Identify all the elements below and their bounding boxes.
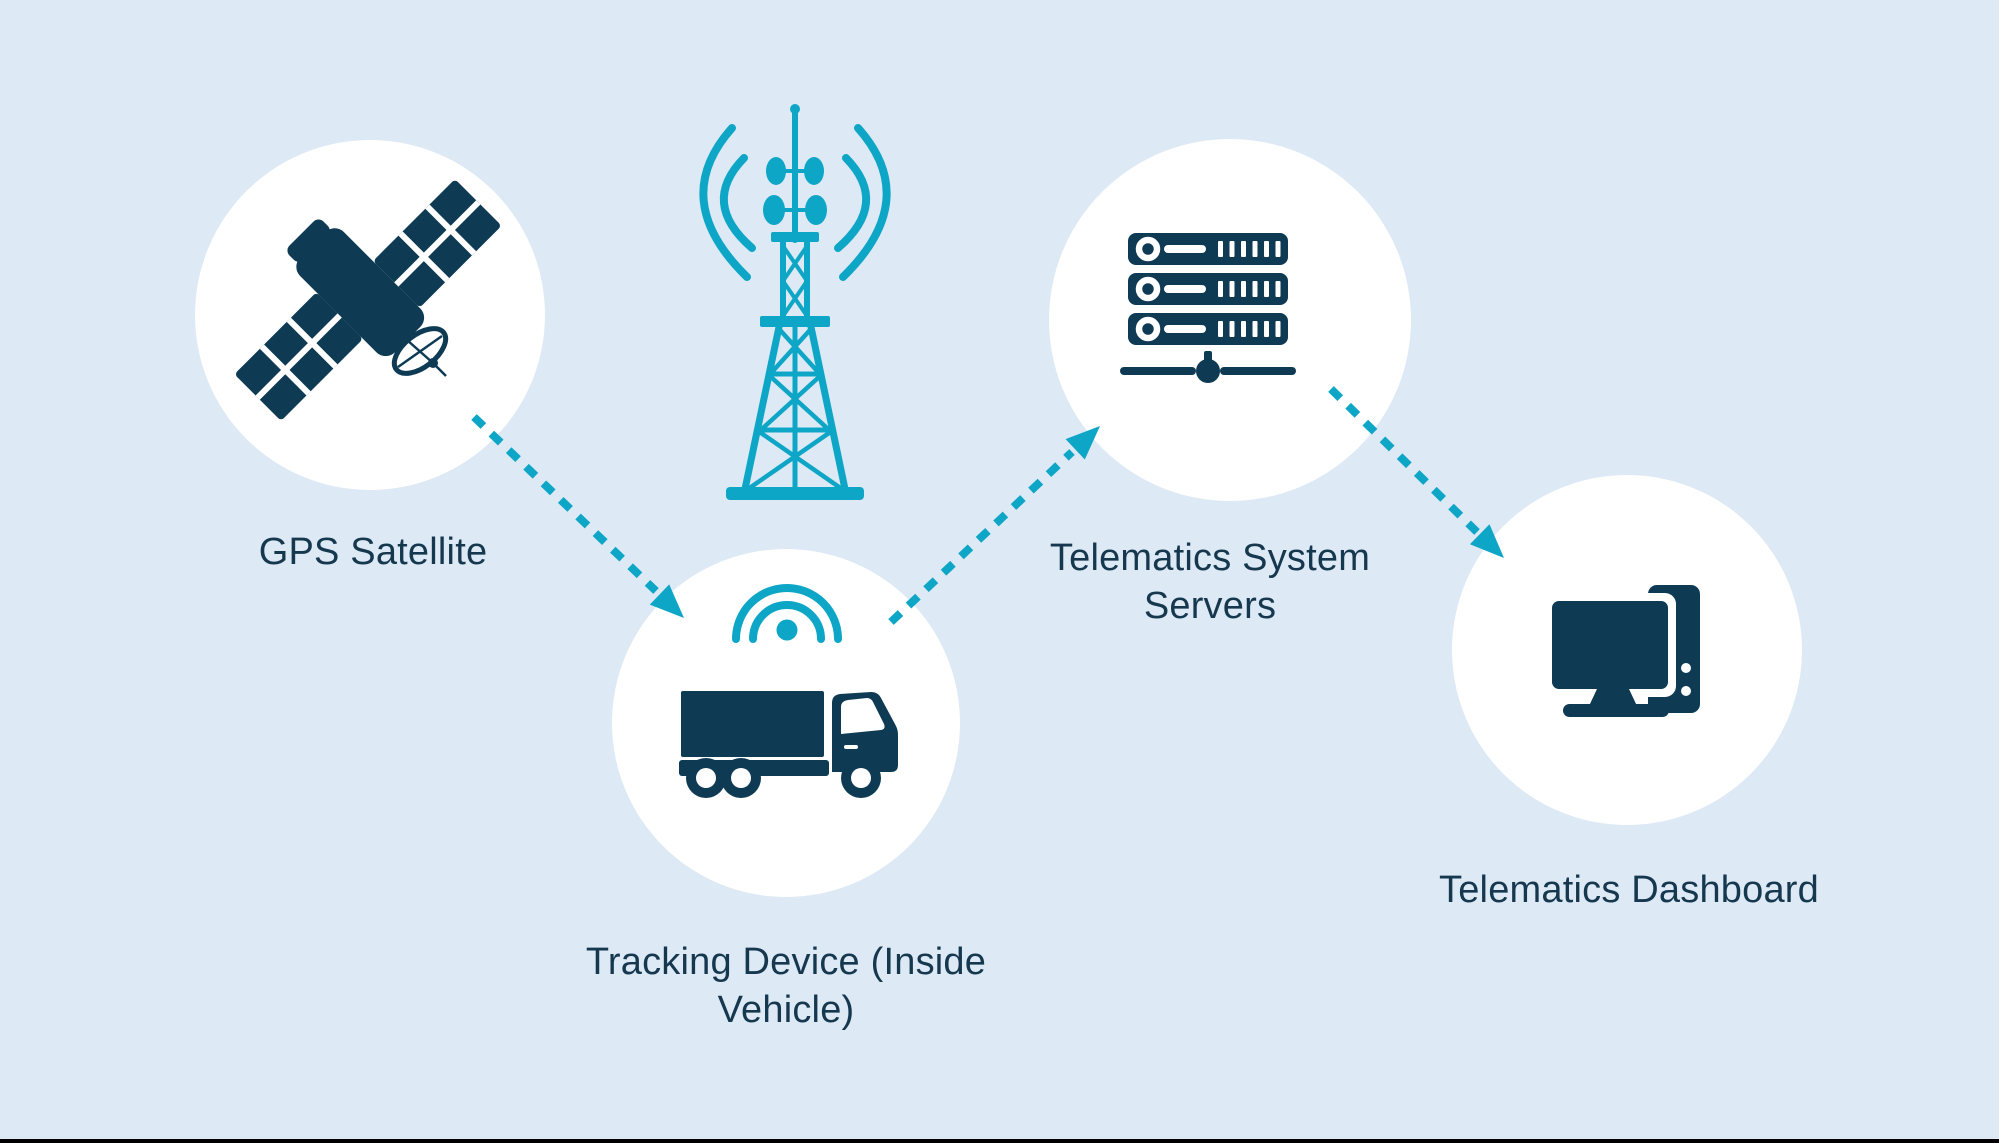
- label-line: Telematics Dashboard: [1439, 869, 1819, 911]
- label-line: Vehicle): [717, 989, 855, 1031]
- telematics-dashboard-label: Telematics Dashboard: [1429, 866, 1829, 914]
- bottom-edge-line: [0, 1139, 1999, 1143]
- telematics-servers-circle: [1049, 139, 1411, 501]
- telematics-servers-label: Telematics System Servers: [1010, 534, 1410, 630]
- gps-satellite-circle: [195, 140, 545, 490]
- label-line: GPS Satellite: [258, 531, 488, 573]
- gps-satellite-label: GPS Satellite: [173, 528, 573, 576]
- label-line: Telematics System: [1049, 537, 1371, 579]
- telematics-dashboard-circle: [1452, 475, 1802, 825]
- radio-waves-icon: [699, 124, 891, 281]
- tracking-device-label: Tracking Device (Inside Vehicle): [556, 938, 1016, 1034]
- gps-to-tracker-arrow: [471, 414, 684, 618]
- tracking-device-circle: [612, 549, 960, 897]
- label-line: Servers: [1143, 585, 1277, 627]
- label-line: Tracking Device (Inside: [585, 941, 987, 983]
- cell-tower-icon: [699, 104, 891, 500]
